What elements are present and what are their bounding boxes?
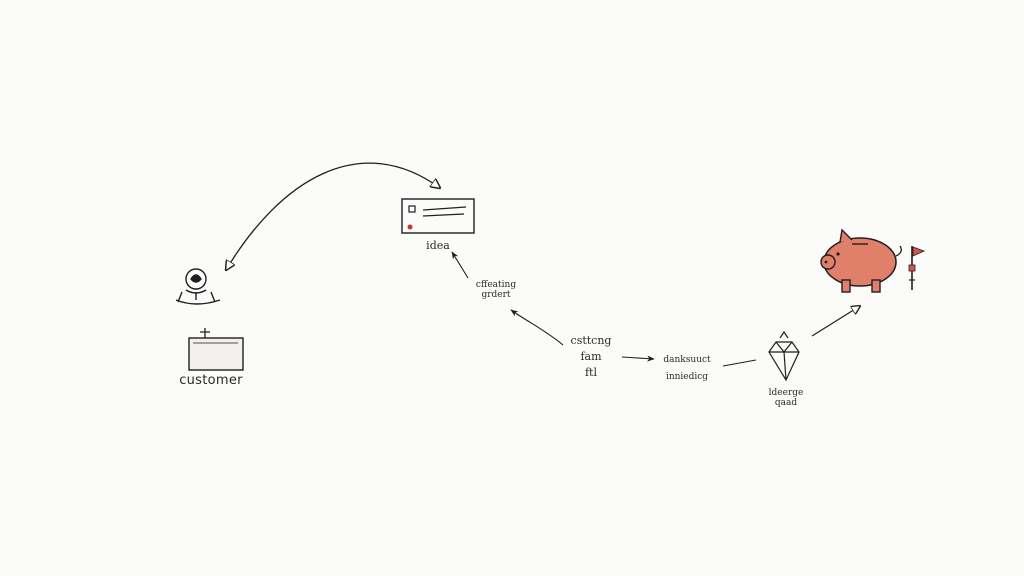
customer-down-arrow [200, 328, 210, 338]
step-4-line-2: qaad [774, 398, 798, 409]
curved-arrow-customer-idea [226, 162, 440, 270]
flag-icon [908, 246, 926, 290]
step-1-line-2: grdert [481, 290, 511, 301]
piggy-bank-icon [820, 228, 902, 293]
step-3-label: danksuuct inniedicg [652, 352, 722, 386]
step-3-line-2: inniedicg [665, 372, 709, 383]
arrow-to-goal [811, 306, 860, 337]
person-icon [175, 268, 221, 305]
step-3-line-1: danksuuct [663, 355, 711, 365]
customer-label: customer [179, 373, 243, 388]
card-icon [401, 198, 475, 234]
step-2-label: csttcng fam ftl [560, 333, 622, 381]
step-4-label: ldeerge qaad [762, 388, 810, 409]
arrow-step2-to-step3 [621, 355, 655, 362]
step-2-line-1: csttcng [570, 334, 612, 347]
arrow-step2-to-step1 [510, 309, 564, 346]
step-1-label: cffeating grdert [466, 280, 526, 301]
step-1-line-1: cffeating [475, 280, 517, 290]
idea-label: idea [426, 239, 450, 252]
step-2-line-3: ftl [584, 365, 597, 379]
step-2-line-2: fam [580, 349, 602, 363]
arrow-to-idea [451, 251, 469, 279]
diamond-icon [768, 330, 800, 382]
step-4-line-1: ldeerge [768, 388, 804, 398]
line-step3-to-step4 [722, 359, 757, 367]
